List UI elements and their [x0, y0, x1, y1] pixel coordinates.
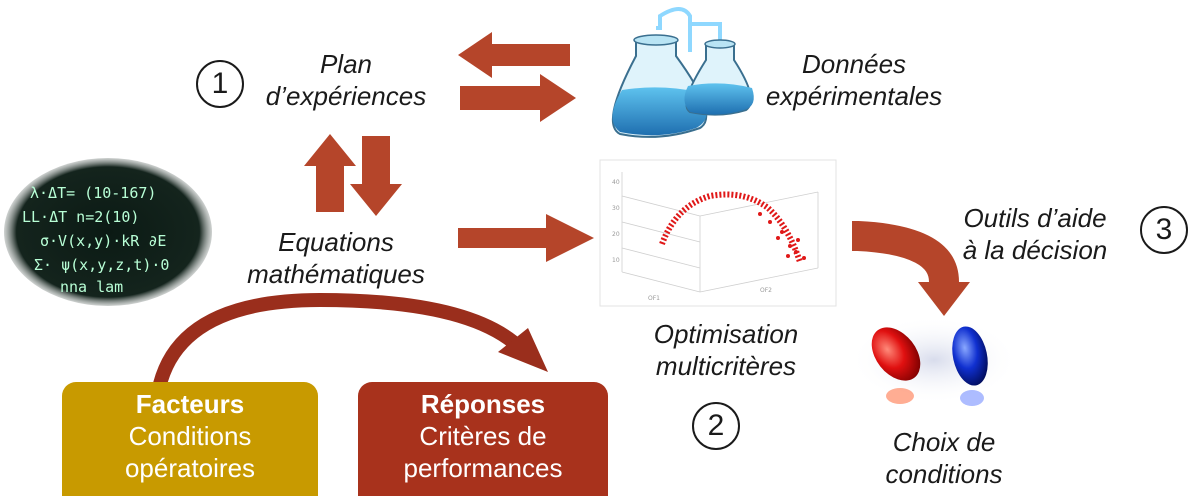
svg-text:Σ· ψ(x,y,z,t)·0: Σ· ψ(x,y,z,t)·0: [34, 256, 169, 274]
facteurs-line-1: Conditions: [128, 421, 252, 451]
reponses-line-2: performances: [403, 453, 563, 483]
equations-line-2: mathématiques: [247, 259, 425, 289]
optimisation-line-1: Optimisation: [653, 319, 799, 349]
donnees-line-2: expérimentales: [765, 81, 943, 111]
svg-text:λ·ΔT= (10-167): λ·ΔT= (10-167): [30, 184, 156, 202]
outils-line-2: à la décision: [962, 235, 1108, 265]
plan-experiences-label: Plan d’expériences: [256, 48, 436, 112]
step-1-number: 1: [196, 60, 244, 108]
curved-arrow-facteurs-reponses-icon: [153, 292, 548, 386]
arrow-right-icon: [458, 214, 594, 262]
equations-line-1: Equations: [278, 227, 394, 257]
pills-image: [850, 316, 1018, 406]
svg-text:OF1: OF1: [648, 295, 660, 302]
facteurs-box: Facteurs Conditions opératoires: [62, 382, 318, 496]
choix-de-conditions-label: Choix de conditions: [844, 426, 1044, 490]
step-3-number: 3: [1140, 206, 1188, 254]
equations-mathematiques-label: Equations mathématiques: [226, 226, 446, 290]
outils-aide-decision-label: Outils d’aide à la décision: [942, 202, 1128, 266]
reponses-line-1: Critères de: [419, 421, 547, 451]
svg-text:OF2: OF2: [760, 287, 772, 294]
3d-scatter-plot-image: 40 30 20 10 OF1 OF2: [599, 159, 837, 307]
choix-line-1: Choix de: [892, 427, 996, 457]
optimisation-line-2: multicritères: [655, 351, 797, 381]
reponses-heading: Réponses: [420, 389, 546, 419]
donnees-experimentales-label: Données expérimentales: [756, 48, 952, 112]
optimisation-multicriteres-label: Optimisation multicritères: [626, 318, 826, 382]
choix-line-2: conditions: [885, 459, 1003, 489]
double-arrow-horizontal-icon: [458, 32, 576, 122]
svg-text:LL·ΔT n=2(10): LL·ΔT n=2(10): [22, 208, 139, 226]
curved-arrow-down-icon: [852, 221, 970, 316]
double-arrow-vertical-icon: [304, 134, 402, 216]
plan-line-1: Plan: [319, 49, 373, 79]
flask-icon: [611, 7, 754, 138]
outils-line-1: Outils d’aide: [963, 203, 1107, 233]
facteurs-line-2: opératoires: [124, 453, 256, 483]
facteurs-heading: Facteurs: [135, 389, 245, 419]
svg-text:20: 20: [612, 231, 620, 238]
math-formulas-image: λ·ΔT= (10-167) LL·ΔT n=2(10) σ·V(x,y)·kR…: [4, 158, 212, 306]
svg-text:10: 10: [612, 257, 620, 264]
step-2-number: 2: [692, 402, 740, 450]
reponses-box: Réponses Critères de performances: [358, 382, 608, 496]
plan-line-2: d’expériences: [265, 81, 427, 111]
svg-text:nna lam: nna lam: [60, 278, 123, 296]
donnees-line-1: Données: [801, 49, 907, 79]
svg-text:30: 30: [612, 205, 620, 212]
svg-text:σ·V(x,y)·kR ∂E: σ·V(x,y)·kR ∂E: [40, 232, 166, 250]
svg-text:40: 40: [612, 179, 620, 186]
